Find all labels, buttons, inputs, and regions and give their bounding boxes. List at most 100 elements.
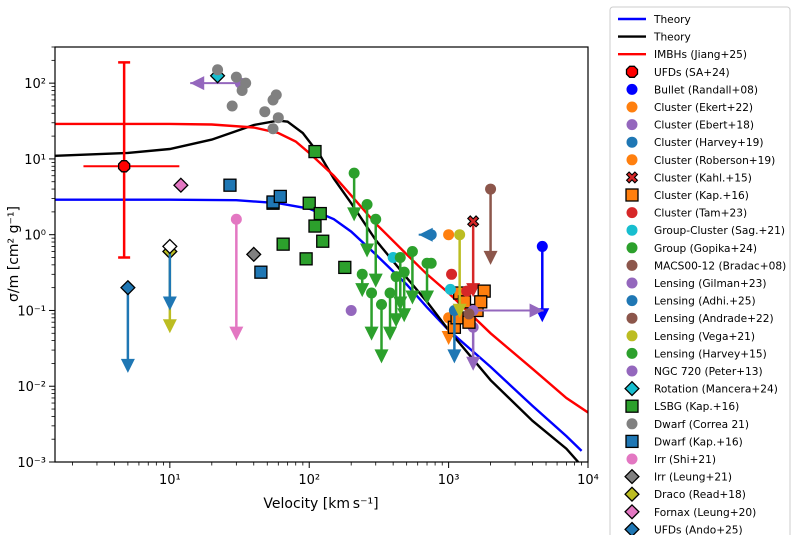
point-8-0 (446, 268, 458, 280)
point-19-1 (276, 237, 290, 251)
legend-swatch-16 (626, 295, 638, 307)
legend-swatch-7 (626, 136, 638, 148)
legend-label-10: Cluster (Kap.+16) (654, 190, 749, 202)
x-tick-label-1: 10² (298, 473, 320, 488)
series-17 (345, 304, 357, 316)
point-10-5 (376, 298, 388, 310)
legend-swatch-24 (625, 434, 639, 449)
point-4-0 (425, 229, 437, 241)
series-8 (446, 268, 473, 297)
legend-swatch-3 (625, 65, 639, 78)
point-20-0 (212, 64, 224, 76)
series-5 (443, 229, 455, 241)
y-tick-label-1: 10⁻² (17, 380, 46, 395)
point-10-4 (366, 287, 378, 299)
point-22-0 (230, 213, 242, 225)
series-23 (245, 246, 262, 263)
point-6-0 (466, 215, 480, 228)
legend-swatch-19 (626, 347, 638, 359)
point-10-7 (390, 271, 402, 283)
legend-label-25: Irr (Shi+21) (654, 454, 716, 466)
point-10-11-arrow (420, 290, 435, 305)
point-13-0-arrow (447, 349, 462, 364)
point-10-3 (356, 268, 368, 280)
point-10-9-arrow (397, 308, 412, 323)
series-25 (173, 177, 189, 194)
x-tick-label-0: 10¹ (159, 473, 181, 488)
point-8-1 (461, 285, 473, 297)
point-7-7 (474, 295, 488, 309)
legend-label-5: Cluster (Ekert+22) (654, 102, 753, 114)
point-2-0-arrow (441, 331, 456, 346)
point-12-1-xarrow (529, 303, 544, 318)
legend-label-9: Cluster (Kahl.+15) (654, 172, 752, 184)
point-10-4-arrow (364, 326, 379, 341)
point-19-4 (308, 219, 322, 233)
y-tick-label-4: 10¹ (24, 153, 46, 168)
legend-label-14: MACS00-12 (Bradac+08) (654, 260, 786, 272)
point-10-6-arrow (383, 326, 398, 341)
legend-swatch-14 (626, 259, 638, 271)
point-5-0 (443, 229, 455, 241)
legend-swatch-5 (626, 101, 638, 113)
legend-label-17: Lensing (Andrade+22) (654, 313, 774, 325)
x-axis-title: Velocity [km s⁻¹] (263, 496, 378, 512)
legend-label-18: Lensing (Vega+21) (654, 331, 755, 343)
point-10-5-arrow (374, 349, 389, 364)
legend-swatch-27 (624, 486, 640, 503)
point-24-0-arrow (162, 319, 177, 334)
legend-swatch-20 (626, 365, 638, 377)
legend-swatch-28 (624, 503, 640, 520)
point-19-7 (316, 234, 330, 248)
y-axis-title: σ/m [cm² g⁻¹] (6, 206, 22, 302)
legend-label-13: Group (Gopika+24) (654, 243, 757, 255)
point-21-3 (273, 189, 287, 204)
plot-clip-group (55, 61, 588, 462)
point-10-1 (361, 199, 373, 211)
point-10-1-arrow (360, 243, 375, 258)
y-tick-label-2: 10⁻¹ (17, 304, 46, 319)
point-19-5 (308, 144, 322, 159)
point-0-0 (117, 160, 131, 173)
point-20-9 (267, 123, 279, 135)
point-3-0-arrow (466, 356, 481, 371)
point-11-0-arrow (483, 250, 498, 265)
point-25-0 (173, 177, 189, 194)
legend-label-27: Draco (Read+18) (654, 489, 746, 501)
legend-label-19: Lensing (Harvey+15) (654, 348, 767, 360)
point-1-0 (536, 240, 548, 252)
point-19-8 (338, 260, 352, 275)
legend-label-23: Dwarf (Correa 21) (654, 419, 749, 431)
series-21 (223, 178, 287, 279)
point-17-0 (345, 304, 357, 316)
legend-swatch-29 (624, 521, 640, 535)
point-19-2 (299, 252, 313, 266)
curve-1 (55, 119, 580, 462)
y-tick-label-3: 10⁰ (24, 229, 46, 244)
point-20-8 (272, 112, 284, 124)
series-10 (347, 167, 435, 364)
point-12-0-xarrow (190, 76, 205, 91)
point-22-0-arrow (229, 326, 244, 341)
legend-label-11: Cluster (Tam+23) (654, 208, 747, 220)
legend-label-24: Dwarf (Kap.+16) (654, 436, 743, 448)
series-22 (229, 213, 244, 341)
legend-swatch-4 (626, 83, 638, 95)
legend-swatch-25 (626, 453, 638, 465)
point-20-2 (230, 71, 242, 83)
series-1 (535, 240, 550, 323)
point-10-3-arrow (355, 283, 370, 298)
legend-label-26: Irr (Leung+21) (654, 472, 732, 484)
x-tick-label-3: 10⁴ (577, 473, 599, 488)
plot-frame (54, 46, 589, 463)
point-26-0-arrow (120, 358, 135, 373)
series-19 (266, 144, 352, 275)
x-tick-label-2: 10³ (438, 473, 460, 488)
point-19-3 (302, 196, 316, 210)
series-27 (162, 238, 178, 311)
legend-swatch-13 (626, 242, 638, 254)
legend-label-22: LSBG (Kap.+16) (654, 401, 739, 413)
legend-label-21: Rotation (Mancera+24) (654, 384, 778, 396)
